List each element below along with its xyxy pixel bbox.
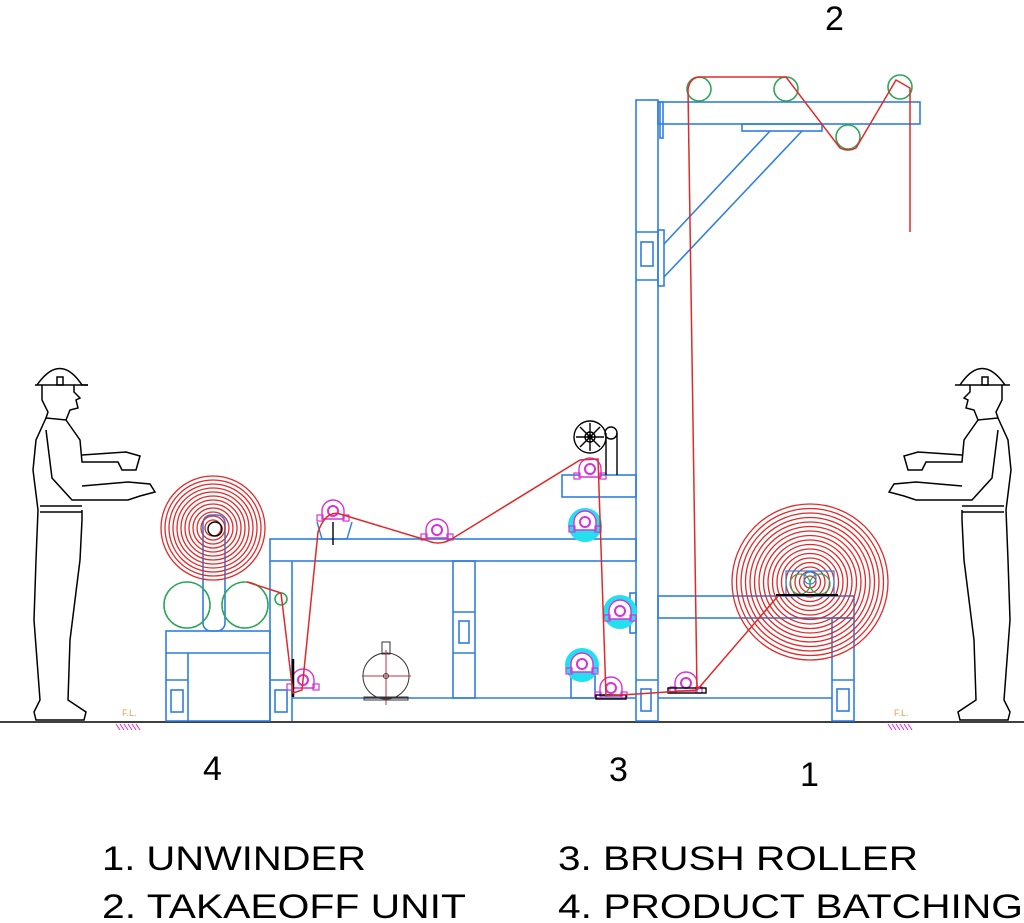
fabric-layer-ring <box>172 487 254 569</box>
legend-item-unwinder: 1. UNWINDER <box>102 840 366 878</box>
bearing-icon <box>573 457 607 480</box>
fabric-layer-ring <box>744 516 876 648</box>
legend-item-takeoff-unit: 2. TAKAEOFF UNIT <box>102 888 466 923</box>
fabric-layer-ring <box>740 512 880 652</box>
batching-core-icon <box>207 521 223 537</box>
fabric-layer-ring <box>794 566 826 598</box>
bearing-icon <box>420 518 454 541</box>
fabric-layer-ring <box>771 543 849 621</box>
fabric-layer-ring <box>776 548 844 616</box>
fabric-layer-ring <box>180 495 246 561</box>
pulley-icon <box>887 74 913 100</box>
fabric-layer-ring <box>762 534 858 630</box>
batching-roll <box>160 475 266 581</box>
fabric-layer-ring <box>758 530 862 634</box>
operator-right <box>887 367 1012 721</box>
callout-1: 1 <box>800 756 819 794</box>
worker-icon <box>887 367 1012 721</box>
legend: 1. UNWINDER 2. TAKAEOFF UNIT 3. BRUSH RO… <box>102 840 1023 923</box>
fabric-layer-ring <box>164 479 262 577</box>
fabric-layer-ring <box>184 499 242 557</box>
legend-item-product-batching: 4. PRODUCT BATCHING <box>558 888 1023 923</box>
fabric-layer-ring <box>200 515 226 541</box>
unwinder-core-icon <box>776 570 838 597</box>
operator-left <box>32 367 157 721</box>
fabric-layer-ring <box>196 511 230 545</box>
bearing-icon <box>568 510 602 533</box>
motor-icon <box>362 641 411 705</box>
bearing-icon <box>603 599 637 622</box>
worker-icon <box>32 367 157 721</box>
floor-level-label: F.L. <box>894 708 909 718</box>
bearing-icon <box>316 499 350 522</box>
drive-wheel-icon <box>573 420 618 475</box>
fabric-layer-ring <box>160 475 266 581</box>
fabric-layer-ring <box>753 525 867 639</box>
pulley-icon <box>835 124 861 150</box>
fabric-layer-ring <box>803 575 817 589</box>
tension-bracket <box>316 521 353 540</box>
fabric-layer-ring <box>749 521 871 643</box>
floor-level-marker-right: F.L. <box>887 708 913 731</box>
fabric-layer-ring <box>767 539 853 625</box>
fabric-layer-ring <box>192 507 234 549</box>
fabric-layer-ring <box>188 503 238 553</box>
callout-4: 4 <box>203 750 222 788</box>
fabric-layer-ring <box>735 507 885 657</box>
bearing-blocks <box>286 457 703 699</box>
bearing-icon <box>565 652 599 675</box>
legend-item-brush-roller: 3. BRUSH ROLLER <box>558 840 918 878</box>
fabric-layer-ring <box>176 491 250 565</box>
pulley-icon <box>686 76 712 102</box>
bearing-icon <box>669 671 703 694</box>
fabric-layer-ring <box>780 552 840 612</box>
takeoff-unit <box>686 74 913 150</box>
callout-2: 2 <box>825 0 844 38</box>
fabric-layer-ring <box>168 483 258 573</box>
fabric-path <box>246 76 911 697</box>
floor-level-label: F.L. <box>122 708 137 718</box>
callout-3: 3 <box>609 751 628 789</box>
floor-level-marker-left: F.L. <box>115 708 141 731</box>
unwinder-roll <box>731 503 889 661</box>
fabric-layer-ring <box>731 503 889 661</box>
